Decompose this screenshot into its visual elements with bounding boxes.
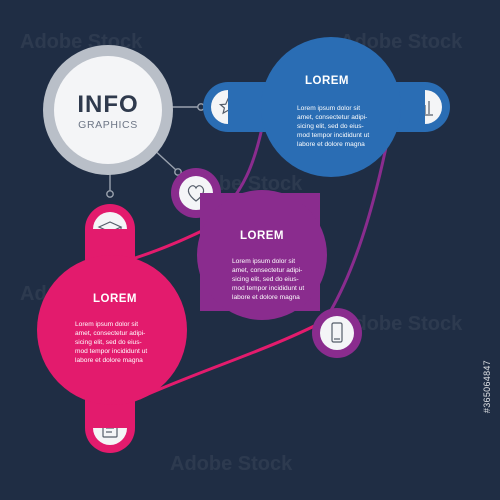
smartphone-icon bbox=[331, 322, 343, 343]
node-line: amet, consectetur adipi- bbox=[232, 267, 302, 274]
icon-badge bbox=[312, 308, 362, 358]
node-blue: LOREM Lorem ipsum dolor sit amet, consec… bbox=[203, 37, 450, 177]
node-line: Lorem ipsum dolor sit bbox=[75, 321, 138, 328]
hub-subtitle: GRAPHICS bbox=[78, 119, 138, 131]
node-circle bbox=[261, 37, 401, 177]
hub-node: INFO GRAPHICS bbox=[43, 45, 173, 175]
connector-dot bbox=[174, 168, 182, 176]
watermark-text: Adobe Stock bbox=[340, 313, 463, 335]
node-title: LOREM bbox=[93, 293, 137, 305]
node-line: amet, consectetur adipi- bbox=[297, 114, 367, 121]
node-line: mod tempor incididunt ut bbox=[232, 285, 304, 292]
stock-id-label: #365064847 bbox=[482, 360, 492, 414]
node-pink: LOREM Lorem ipsum dolor sit amet, consec… bbox=[37, 204, 187, 453]
node-title: LOREM bbox=[240, 230, 284, 242]
node-line: labore et dolore magna bbox=[297, 141, 365, 148]
node-line: sicing elit, sed do eius- bbox=[297, 123, 364, 130]
watermark-text: Adobe Stock bbox=[170, 453, 293, 475]
node-line: mod tempor incididunt ut bbox=[297, 132, 369, 139]
node-line: labore et dolore magna bbox=[232, 294, 300, 301]
hub-inner-disc bbox=[54, 56, 162, 164]
node-line: mod tempor incididunt ut bbox=[75, 348, 147, 355]
node-circle bbox=[197, 190, 327, 320]
node-line: amet, consectetur adipi- bbox=[75, 330, 145, 337]
node-line: sicing elit, sed do eius- bbox=[75, 339, 142, 346]
hub-title: INFO bbox=[77, 91, 138, 118]
watermark-text: Adobe Stock bbox=[340, 31, 463, 53]
node-title: LOREM bbox=[305, 75, 349, 87]
node-purple: LOREM Lorem ipsum dolor sit amet, consec… bbox=[171, 168, 362, 358]
icon-badge-disc bbox=[320, 316, 354, 350]
heart-icon bbox=[187, 185, 205, 202]
node-line: Lorem ipsum dolor sit bbox=[297, 105, 360, 112]
node-line: labore et dolore magna bbox=[75, 357, 143, 364]
node-line: sicing elit, sed do eius- bbox=[232, 276, 299, 283]
node-line: Lorem ipsum dolor sit bbox=[232, 258, 295, 265]
node-circle bbox=[37, 255, 187, 405]
connector-dot bbox=[106, 190, 114, 198]
